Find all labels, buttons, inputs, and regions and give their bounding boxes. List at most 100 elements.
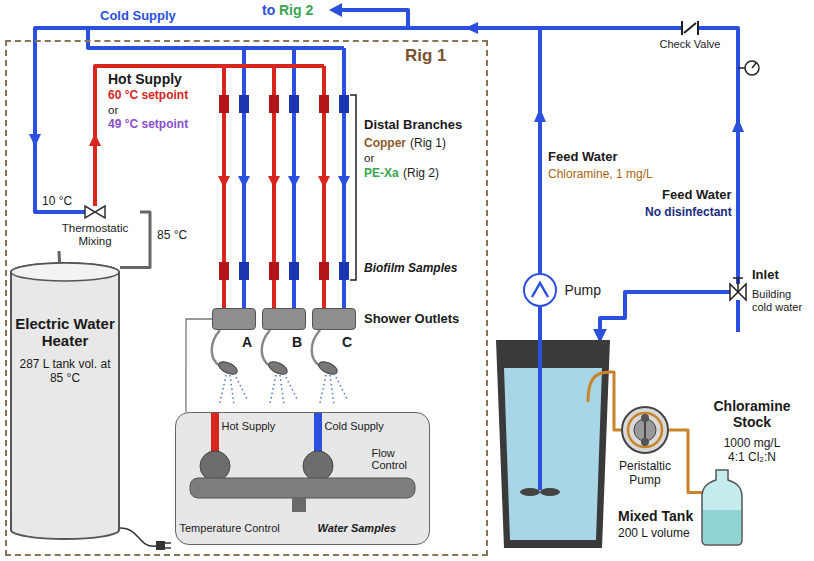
shower-spray [270,373,298,405]
node-text: Inlet [752,268,779,283]
cold-branches [88,28,344,308]
biofilm-sample [289,262,299,280]
plug-prongs [165,543,171,548]
node-text: Flow Control [372,447,424,472]
mixer-spout [292,498,306,512]
pump-tube [628,413,662,447]
node-text: Check Valve [655,38,725,51]
outlet-letter: B [292,334,302,350]
pipe-connector [538,307,542,340]
flow-arrow [465,22,478,34]
pressure-gauge [745,61,759,75]
stock-bottle [702,470,742,545]
pipe-label: Cold Supply [100,9,176,24]
node-text: Hot Supply [222,420,276,433]
mixing-valve-symbol [85,206,105,218]
biofilm-sample [239,262,249,280]
flow-arrow [29,134,41,147]
stock-liquid [703,510,741,544]
cold-supply-pipe [314,412,322,456]
pump-symbol [532,283,548,297]
rig-note: (Rig 1) [410,137,446,151]
shower-head [317,359,339,377]
rig-note: (Rig 2) [403,167,439,181]
shower-outlet: C [312,308,356,330]
shower-hose [212,330,220,366]
pipe-connector [600,292,730,340]
feed-label: Feed Water [662,188,732,203]
node-text: 287 L tank vol. at 85 °C [18,358,112,386]
node-text: Pump [565,282,602,298]
power-cord [120,528,156,546]
rotor-roller [641,414,649,422]
node-text: Building cold water [752,288,812,313]
flow-arrow [238,176,250,188]
stirrer-blade [520,488,540,496]
shower-outlet: A [212,308,256,330]
node-text: Temperature Control [180,522,280,535]
flow-arrow [732,118,744,132]
shower-head [267,359,289,377]
flow-arrow [218,176,230,188]
node-shape [702,470,742,545]
outlet-letter: C [342,334,352,350]
biofilm-sample [319,95,329,113]
biofilm-sample [339,95,349,113]
pipe-label: to [262,2,275,18]
setpoint-label: 49 °C setpoint [108,118,188,132]
rig-name: Rig 2 [279,2,313,18]
flow-arrow [89,133,101,146]
setpoint-label: 60 °C setpoint [108,89,188,103]
section-label: Shower Outlets [364,312,459,327]
valve-handle [733,278,743,292]
pipe-connector [186,319,212,412]
check-valve: Check Valve [680,21,700,35]
biofilm-sample [219,95,229,113]
flow-arrow [329,3,342,17]
edge-label: 85 °C [155,229,189,243]
rotor-roller [641,438,649,446]
temperature-label: 10 °C [42,195,72,209]
shower-hose [312,330,320,366]
rig2-pipe [340,10,408,28]
connector-word: or [108,104,118,117]
biofilm-sample [219,262,229,280]
peristaltic-pump: Peristaltic Pump [621,406,669,454]
water-heater: Electric Water Heater 287 L tank vol. at … [10,262,120,540]
flow-arrow [288,176,300,188]
chloramine-stock: Chloramine Stock1000 mg/L 4:1 Cl₂:N [702,470,742,545]
node-text: Cold Supply [325,420,384,433]
shower-panel-ground [175,412,430,545]
shower-valve-inset: Hot Supply Cold SupplyTemperature Control… [175,412,430,545]
biofilm-sample [319,262,329,280]
gauge-stem [738,67,745,69]
tank-intake [538,340,542,490]
pipe-connector [58,251,62,262]
feed-label: Feed Water [548,150,618,165]
feed-note: Chloramine, 1 mg/L [548,168,653,182]
flow-arrow [268,176,280,188]
inlet-valve: InletBuilding cold water [730,284,746,300]
biofilm-sample [339,262,349,280]
shower-hose [262,330,270,366]
node-text: Water Samples [318,522,397,535]
check-valve-symbol [682,21,698,35]
sample-label: Biofilm Samples [364,262,457,276]
temperature-knob [200,451,230,481]
node-text: Mixed Tank [618,508,693,524]
biofilm-sample [289,95,299,113]
thermostatic-mixing-valve: Thermostatic Mixing [50,205,140,251]
node-shape [496,340,610,548]
node-text: 1000 mg/L 4:1 Cl₂:N [717,437,787,465]
distal-bracket [350,95,356,280]
biofilm-sample [269,95,279,113]
material-label: PE-Xa [364,167,399,181]
feed-pipe [538,28,542,273]
node-text: Electric Water Heater [14,315,116,350]
pipe-connector [610,372,621,430]
shower-head [217,359,239,377]
feed-pump: Pump [523,273,557,307]
pipe-connector [669,430,702,493]
